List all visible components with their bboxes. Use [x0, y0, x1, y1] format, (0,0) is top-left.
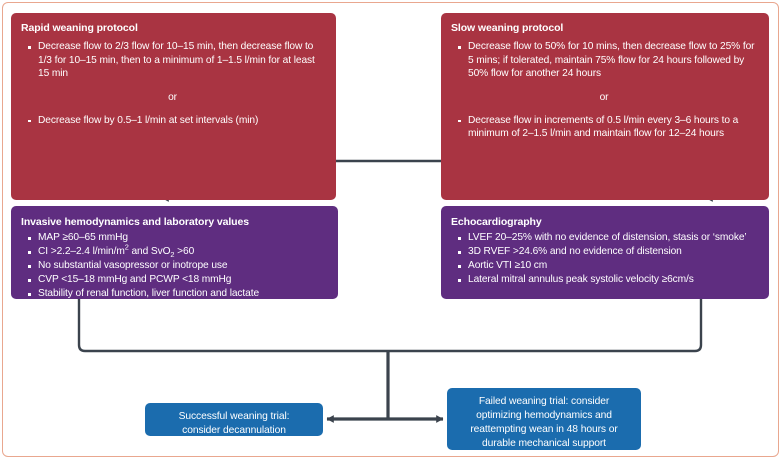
failed-weaning-trial-line-4: durable mechanical support: [482, 437, 606, 449]
rapid-weaning-protocol-or-label: or: [168, 91, 177, 103]
echocardiography-box: Echocardiography LVEF 20–25% with no evi…: [441, 206, 769, 299]
failed-weaning-trial-line-3: reattempting wean in 48 hours or: [470, 423, 618, 435]
rapid-weaning-protocol-title: Rapid weaning protocol: [21, 22, 138, 34]
bullet-item: 3D RVEF >24.6% and no evidence of disten…: [451, 245, 759, 259]
ci-middle: and SvO: [128, 246, 171, 258]
bullet-item: Decrease flow in increments of 0.5 l/min…: [451, 114, 757, 141]
slow-weaning-protocol-box: Slow weaning protocol Decrease flow to 5…: [441, 13, 769, 200]
bullet-item: Decrease flow by 0.5–1 l/min at set inte…: [21, 114, 324, 128]
slow-weaning-protocol-or-label: or: [599, 91, 609, 103]
bullet-item-ci: CI >2.2–2.4 l/min/m2 and SvO2 >60: [21, 242, 328, 260]
bullet-item: No substantial vasopressor or inotrope u…: [21, 259, 328, 273]
slow-weaning-protocol-bullets-before-or: Decrease flow to 50% for 10 mins, then d…: [451, 40, 757, 81]
bullet-item: Lateral mitral annulus peak systolic vel…: [451, 273, 759, 287]
rapid-weaning-protocol-box: Rapid weaning protocol Decrease flow to …: [11, 13, 336, 200]
echocardiography-bullets: LVEF 20–25% with no evidence of distensi…: [451, 231, 759, 287]
bullet-item: Aortic VTI ≥10 cm: [451, 259, 759, 273]
bullet-item: Decrease flow to 2/3 flow for 10–15 min,…: [21, 40, 324, 81]
bullet-item: CVP <15–18 mmHg and PCWP <18 mmHg: [21, 273, 328, 287]
rapid-weaning-protocol-bullets-after-or: Decrease flow by 0.5–1 l/min at set inte…: [21, 114, 324, 128]
connector-bus-bottom: [77, 299, 703, 353]
invasive-hemodynamics-bullets: MAP ≥60–65 mmHg CI >2.2–2.4 l/min/m2 and…: [21, 231, 328, 301]
echocardiography-title: Echocardiography: [451, 216, 542, 228]
failed-weaning-trial-box: Failed weaning trial: consider optimizin…: [447, 388, 641, 450]
failed-weaning-trial-line-2: optimizing hemodynamics and: [476, 409, 612, 421]
bullet-item: LVEF 20–25% with no evidence of distensi…: [451, 231, 759, 245]
ci-superscript: 2: [124, 242, 129, 252]
ci-suffix: >60: [174, 246, 195, 258]
successful-weaning-trial-line-2: consider decannulation: [182, 424, 286, 436]
rapid-weaning-protocol-bullets-before-or: Decrease flow to 2/3 flow for 10–15 min,…: [21, 40, 324, 81]
successful-weaning-trial-box: Successful weaning trial: consider decan…: [145, 403, 323, 436]
failed-weaning-trial-line-1: Failed weaning trial: consider: [478, 396, 610, 407]
invasive-hemodynamics-title: Invasive hemodynamics and laboratory val…: [21, 216, 249, 228]
bullet-item: MAP ≥60–65 mmHg: [21, 231, 328, 245]
ci-prefix: CI >2.2–2.4 l/min/m: [38, 246, 125, 258]
bullet-item: Decrease flow to 50% for 10 mins, then d…: [451, 40, 757, 81]
slow-weaning-protocol-bullets-after-or: Decrease flow in increments of 0.5 l/min…: [451, 114, 757, 141]
successful-weaning-trial-line-1: Successful weaning trial:: [178, 411, 290, 422]
svo2-subscript: 2: [170, 250, 175, 260]
slow-weaning-protocol-title: Slow weaning protocol: [451, 22, 564, 34]
invasive-hemodynamics-box: Invasive hemodynamics and laboratory val…: [11, 206, 338, 299]
bullet-item: Stability of renal function, liver funct…: [21, 287, 328, 301]
